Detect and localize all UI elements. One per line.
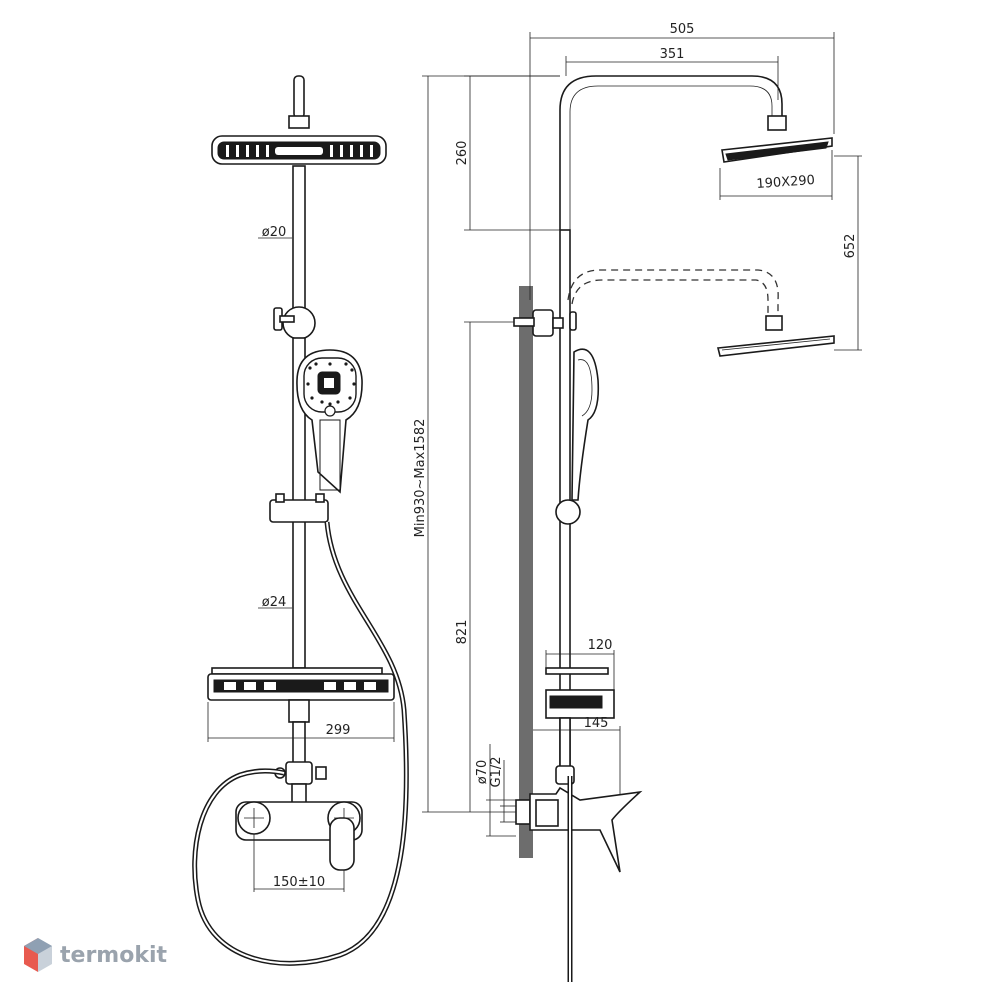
front-dimensions xyxy=(207,237,395,892)
brand-watermark: termokit xyxy=(24,938,167,972)
dimension-labels: 505 351 260 190X290 652 Min930~Max1582 8… xyxy=(262,22,858,890)
mixer-front xyxy=(235,801,363,871)
front-view xyxy=(192,75,409,966)
soap-shelf-front xyxy=(207,667,395,701)
brand-logo-icon xyxy=(24,938,52,972)
dim-thread: G1/2 xyxy=(489,757,504,788)
dim-bar-height: 821 xyxy=(455,620,470,645)
dim-height-range: Min930~Max1582 xyxy=(413,419,428,538)
dim-head-adjust: 652 xyxy=(843,234,858,259)
slider-holder-side xyxy=(555,499,581,525)
wall-section xyxy=(519,286,533,858)
upper-riser-pipe xyxy=(292,165,306,317)
overhead-shower-head-front xyxy=(211,135,387,165)
diverter-front xyxy=(274,761,327,807)
dim-head-drop: 260 xyxy=(455,141,470,166)
dim-width-total: 505 xyxy=(670,22,695,37)
dim-flange-dia: ø70 xyxy=(475,760,490,785)
alternate-position-dashed xyxy=(567,269,835,357)
shower-hose-front xyxy=(192,521,409,966)
hand-shower-side xyxy=(571,348,600,501)
hand-shower-front xyxy=(296,349,363,494)
dim-shelf-width: 299 xyxy=(326,723,351,738)
dim-shelf-depth: 120 xyxy=(588,638,613,653)
top-pipe-stub xyxy=(293,75,305,119)
dim-arm-length: 351 xyxy=(660,47,685,62)
soap-shelf-side xyxy=(545,667,615,719)
dim-mixer-depth: 145 xyxy=(584,716,609,731)
side-dimensions xyxy=(422,32,862,837)
overhead-arm-side xyxy=(559,75,783,230)
dim-head-size: 190X290 xyxy=(756,173,815,192)
dim-mixer-spacing: 150±10 xyxy=(273,875,325,890)
overhead-shower-head-side xyxy=(721,115,833,163)
wall-bracket-front xyxy=(273,306,316,340)
side-view xyxy=(422,32,862,982)
top-connector xyxy=(288,115,310,129)
shelf-pipe-joint xyxy=(288,699,310,723)
slider-holder-front xyxy=(269,493,329,523)
dim-lower-pipe-dia: ø24 xyxy=(262,595,287,610)
brand-name: termokit xyxy=(60,943,167,968)
mixer-side xyxy=(515,717,643,873)
dim-upper-pipe-dia: ø20 xyxy=(262,225,287,240)
